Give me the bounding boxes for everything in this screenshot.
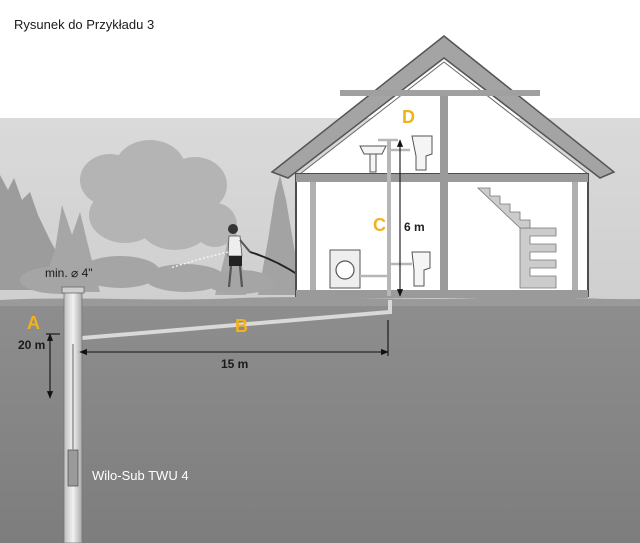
- person-icon: [169, 224, 301, 288]
- height-label: 6 m: [404, 220, 425, 234]
- staircase: [519, 227, 557, 289]
- section-d-label: D: [402, 107, 415, 127]
- horizontal-distance-label: 15 m: [221, 357, 249, 371]
- pipe-diameter-label: min. ⌀ 4": [45, 266, 93, 280]
- section-a-label: A: [27, 313, 40, 333]
- house: [270, 35, 616, 298]
- toilet-icon: [411, 251, 431, 287]
- sky-top: [0, 0, 640, 118]
- caption: Rysunek do Przykładu 3: [14, 17, 155, 32]
- pump-icon: [67, 449, 79, 487]
- grass-edge: [0, 297, 640, 306]
- toilet-upper-icon: [411, 135, 433, 171]
- sink-icon: [359, 145, 387, 173]
- dimension-lines: [46, 139, 404, 399]
- pump-label: Wilo-Sub TWU 4: [92, 468, 189, 483]
- section-b-label: B: [235, 316, 248, 336]
- depth-label: 20 m: [18, 338, 46, 352]
- horizontal-pipe: [81, 300, 392, 340]
- deciduous-tree: [80, 140, 237, 250]
- section-c-label: C: [373, 215, 386, 235]
- well: [61, 286, 85, 543]
- ground: [0, 300, 640, 543]
- roof: [270, 35, 616, 179]
